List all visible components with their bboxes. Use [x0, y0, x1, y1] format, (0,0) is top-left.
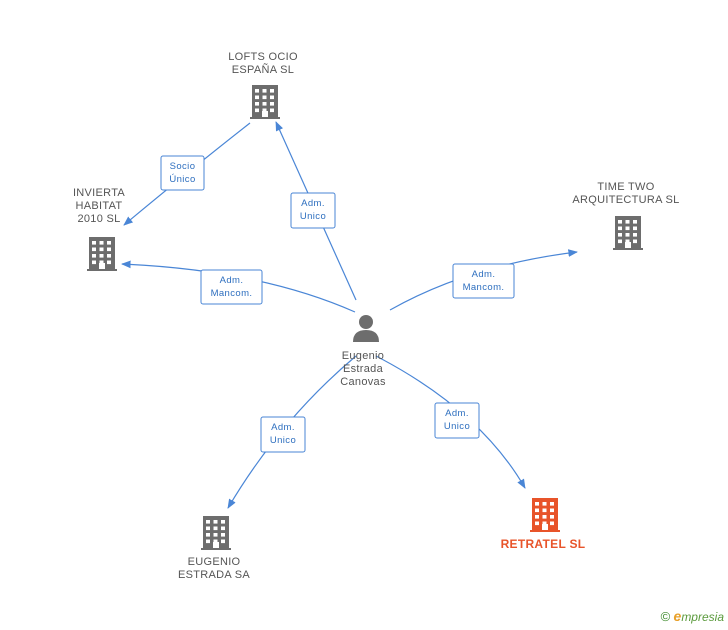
building-icon — [201, 516, 231, 550]
edge-label-line: Socio — [170, 161, 196, 172]
edge-label-line: Mancom. — [463, 282, 505, 293]
node-label-line: Eugenio — [342, 350, 384, 362]
edge-label-eugenio-timetwo[interactable]: Adm. Mancom. — [452, 263, 515, 299]
node-label-line: ESTRADA SA — [178, 569, 250, 581]
edge-label-text: Adm. Mancom. — [463, 269, 505, 293]
node-label: RETRATEL SL — [501, 537, 586, 551]
edge-label-line: Adm. — [472, 269, 496, 280]
edge-label-box — [200, 269, 263, 305]
building-icon — [250, 85, 280, 119]
node-label-line: RETRATEL SL — [501, 537, 586, 551]
node-label-line: ESPAÑA SL — [232, 63, 294, 76]
brand-initial: e — [673, 608, 682, 624]
node-label-line: HABITAT — [76, 200, 123, 212]
node-label-line: Estrada — [343, 363, 384, 375]
edge-label-line: Unico — [270, 435, 296, 446]
edge-label-text: Adm. Mancom. — [211, 275, 253, 299]
building-icon — [530, 498, 560, 532]
edge-label-eugenio-lofts[interactable]: Adm. Unico — [290, 192, 336, 229]
edge-label-line: Adm. — [220, 275, 244, 286]
node-label-line: Canovas — [340, 376, 386, 388]
edge-label-line: Adm. — [271, 422, 295, 433]
edge-label-text: Adm. Unico — [300, 198, 326, 222]
edge-label-line: Adm. — [445, 408, 469, 419]
edge-label-box — [452, 263, 515, 299]
edge-label-line: Único — [169, 174, 195, 185]
copyright-symbol: © — [660, 609, 671, 624]
building-icon — [613, 216, 643, 250]
node-label-line: INVIERTA — [73, 187, 125, 199]
edge-label-box — [290, 192, 336, 229]
edge-label-box — [434, 402, 480, 439]
edge-label-text: Adm. Unico — [444, 408, 470, 432]
node-label-line: EUGENIO — [188, 556, 241, 568]
edge-label-line: Mancom. — [211, 288, 253, 299]
node-retratel[interactable]: RETRATEL SL — [501, 498, 586, 551]
edge-label-eugenio-eugenio_sa[interactable]: Adm. Unico — [260, 416, 306, 453]
node-label-line: 2010 SL — [77, 213, 120, 225]
building-icon — [87, 237, 117, 271]
edge-label-line: Unico — [300, 211, 326, 222]
edge-label-eugenio-invierta[interactable]: Adm. Mancom. — [200, 269, 263, 305]
node-label-line: ARQUITECTURA SL — [572, 194, 679, 206]
edge-label-box — [160, 155, 205, 191]
brand-name: mpresia — [681, 610, 724, 624]
edge-label-eugenio-retratel[interactable]: Adm. Unico — [434, 402, 480, 439]
edge-label-text: Adm. Unico — [270, 422, 296, 446]
empresia-logo[interactable]: © empresia — [661, 608, 724, 624]
edge-label-line: Adm. — [301, 198, 325, 209]
node-label-line: TIME TWO — [597, 181, 654, 193]
node-label-line: LOFTS OCIO — [228, 51, 298, 63]
edge-label-box — [260, 416, 306, 453]
person-icon — [353, 315, 379, 342]
edge-label-line: Unico — [444, 421, 470, 432]
